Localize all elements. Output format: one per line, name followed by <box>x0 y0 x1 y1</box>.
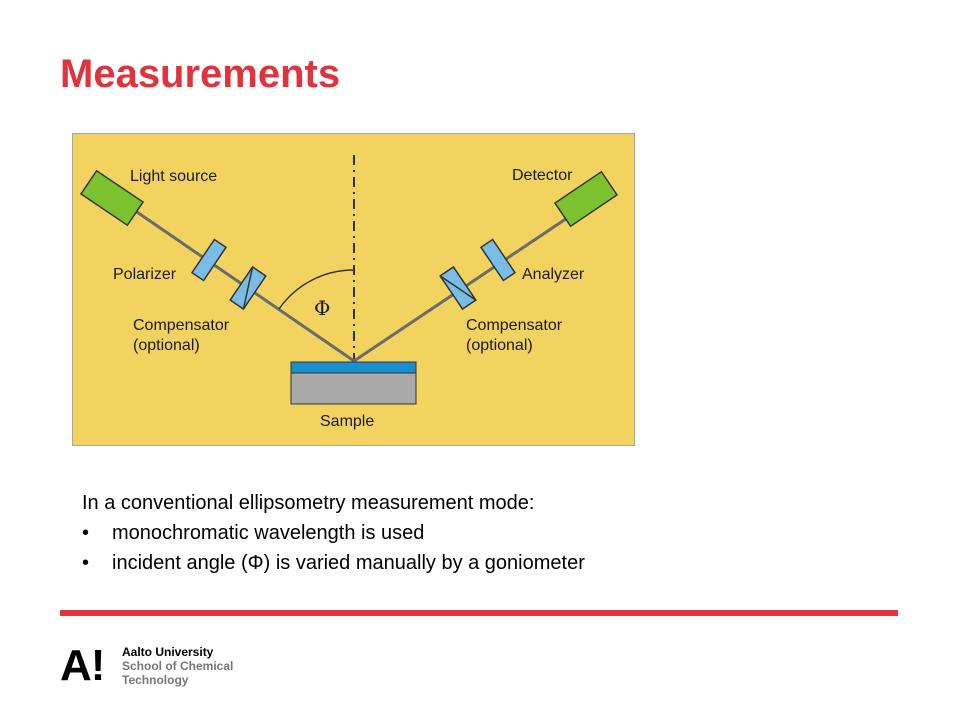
right-optional-label: (optional) <box>466 337 533 354</box>
light-source-label: Light source <box>130 168 217 185</box>
bullet-glyph: • <box>82 522 90 544</box>
logo-university: Aalto University <box>122 645 214 659</box>
logo-text: Aalto University School of Chemical Tech… <box>122 645 233 687</box>
list-item: • monochromatic wavelength is used <box>82 518 882 548</box>
light-source-box <box>79 169 145 227</box>
slide-body-text: In a conventional ellipsometry measureme… <box>82 488 882 578</box>
left-optional-label: (optional) <box>133 337 200 354</box>
analyzer-label: Analyzer <box>522 266 585 283</box>
polarizer-label: Polarizer <box>113 266 177 283</box>
right-compensator-label: Compensator <box>466 317 563 334</box>
intro-text: In a conventional ellipsometry measureme… <box>82 492 535 514</box>
logo-school-continued: Technology <box>122 673 189 687</box>
incident-beam <box>101 186 355 363</box>
slide-title: Measurements <box>60 52 341 96</box>
list-item: • incident angle (Φ) is varied manually … <box>82 548 882 578</box>
detector-label: Detector <box>512 167 573 184</box>
analyzer-element <box>479 238 517 282</box>
right-compensator-element <box>439 265 477 311</box>
bullet-text-1: monochromatic wavelength is used <box>112 522 425 544</box>
bullet-text-2: incident angle (Φ) is varied manually by… <box>112 552 585 574</box>
polarizer-element <box>190 238 228 282</box>
sample-film-layer <box>290 361 417 374</box>
detector-box <box>553 170 619 228</box>
sample-label: Sample <box>320 413 374 430</box>
left-compensator-element <box>229 265 267 311</box>
bullet-glyph: • <box>82 552 90 574</box>
aalto-logo: A! Aalto University School of Chemical T… <box>60 641 290 690</box>
footer-divider <box>60 610 898 616</box>
logo-mark: A! <box>60 641 105 690</box>
reflected-beam <box>353 196 598 363</box>
logo-school: School of Chemical <box>122 659 234 673</box>
left-compensator-label: Compensator <box>133 317 230 334</box>
angle-arc <box>278 269 355 310</box>
ellipsometry-diagram-svg: Φ Light source Polarizer Compensator (op… <box>72 133 635 446</box>
ellipsometry-diagram: Φ Light source Polarizer Compensator (op… <box>72 133 635 446</box>
phi-label: Φ <box>314 296 330 320</box>
sample-substrate <box>290 372 417 405</box>
